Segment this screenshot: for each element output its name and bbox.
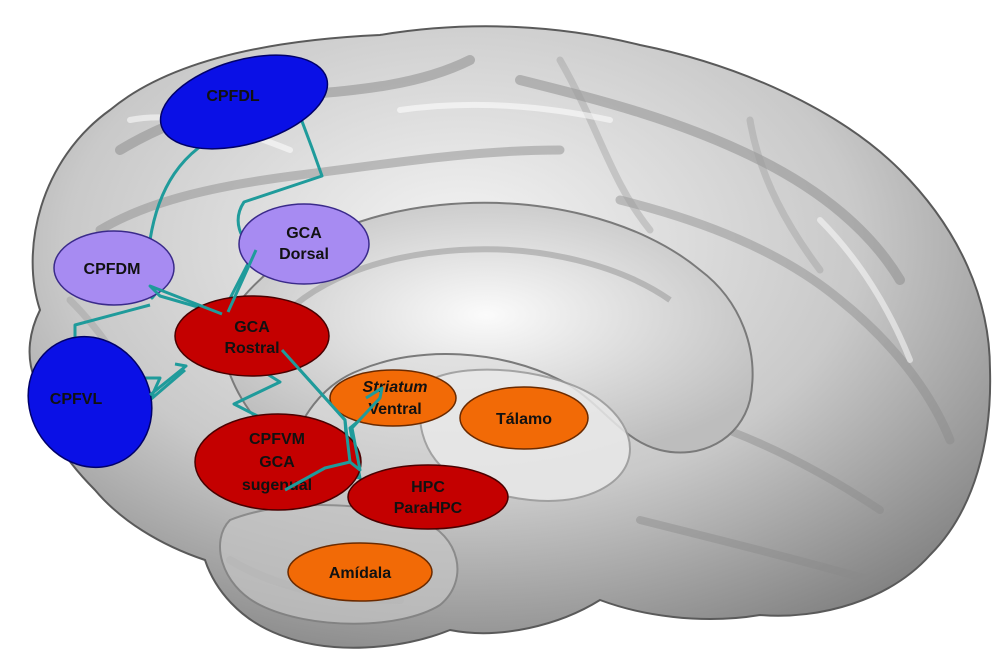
talamo-label: Tálamo — [496, 411, 552, 428]
gca-rostral-ellipse — [175, 296, 329, 376]
gca-dorsal-line2: Dorsal — [279, 246, 329, 263]
cpfdl-label: CPFDL — [206, 88, 260, 105]
region-cpfvm: CPFVM GCA sugenual — [195, 414, 361, 510]
region-amidala: Amídala — [288, 543, 432, 601]
cpfvm-line2: GCA — [259, 454, 295, 471]
hpc-line1: HPC — [411, 479, 445, 496]
hpc-line2: ParaHPC — [394, 500, 463, 517]
hpc-ellipse — [348, 465, 508, 529]
region-gca-dorsal: GCA Dorsal — [239, 204, 369, 284]
amidala-label: Amídala — [329, 565, 391, 582]
region-gca-rostral: GCA Rostral — [175, 296, 329, 376]
gca-dorsal-ellipse — [239, 204, 369, 284]
cpfvm-line1: CPFVM — [249, 431, 305, 448]
region-hpc: HPC ParaHPC — [348, 465, 508, 529]
region-striatum: Striatum Ventral — [330, 370, 456, 426]
cpfdm-label: CPFDM — [84, 261, 141, 278]
region-talamo: Tálamo — [460, 387, 588, 449]
gca-rostral-line2: Rostral — [224, 340, 279, 357]
gca-dorsal-line1: GCA — [286, 225, 322, 242]
cpfvl-label: CPFVL — [50, 391, 103, 408]
gca-rostral-line1: GCA — [234, 319, 270, 336]
